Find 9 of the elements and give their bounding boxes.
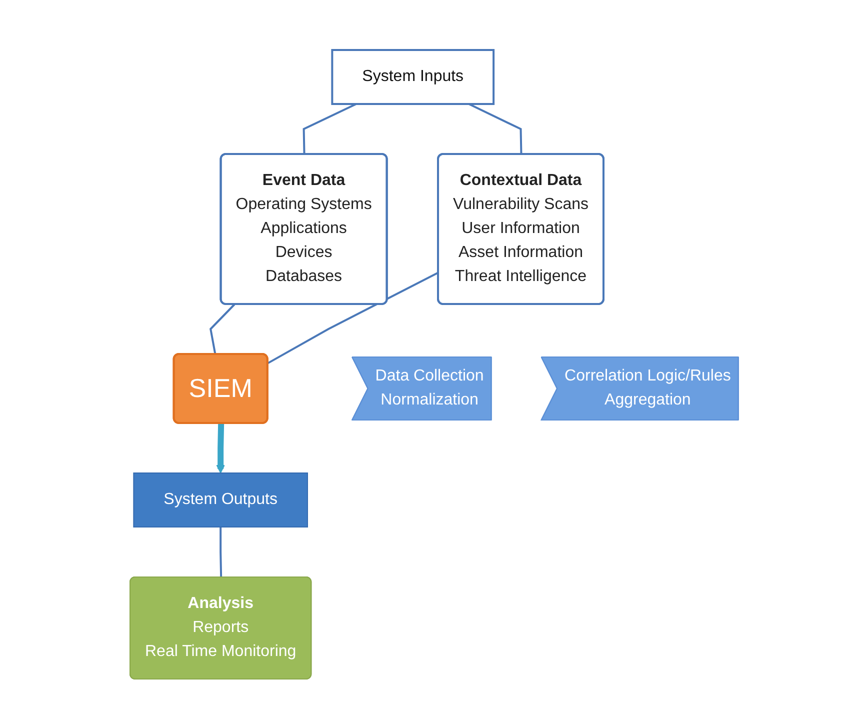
- node-box: System Outputs: [133, 472, 308, 527]
- connector: [267, 271, 439, 364]
- arrow: [216, 422, 225, 473]
- connector: [209, 303, 235, 354]
- connector: [219, 526, 222, 577]
- node-box: System Inputs: [331, 48, 494, 104]
- connector: [302, 102, 356, 154]
- node-text: Contextual Data Vulnerability Scans User Information Asset Information Threat Intelligence: [452, 171, 588, 284]
- connector: [468, 102, 522, 154]
